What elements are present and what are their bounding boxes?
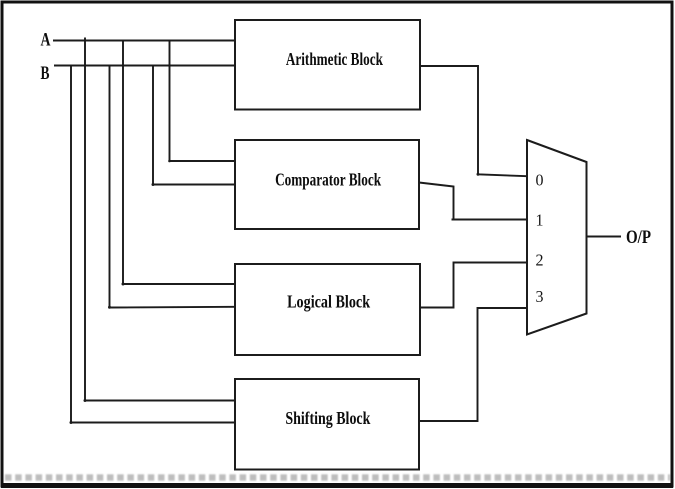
svg-text:A: A [41, 29, 51, 50]
svg-text:B: B [41, 63, 50, 84]
svg-text:Logical Block: Logical Block [287, 292, 370, 312]
svg-text:0: 0 [536, 171, 544, 190]
svg-text:Shifting Block: Shifting Block [285, 408, 370, 428]
svg-text:Comparator Block: Comparator Block [275, 170, 381, 190]
svg-text:3: 3 [536, 287, 544, 306]
svg-text:1: 1 [536, 211, 544, 230]
svg-text:2: 2 [536, 251, 544, 270]
svg-text:O/P: O/P [626, 228, 651, 248]
svg-text:Arithmetic Block: Arithmetic Block [286, 49, 383, 69]
